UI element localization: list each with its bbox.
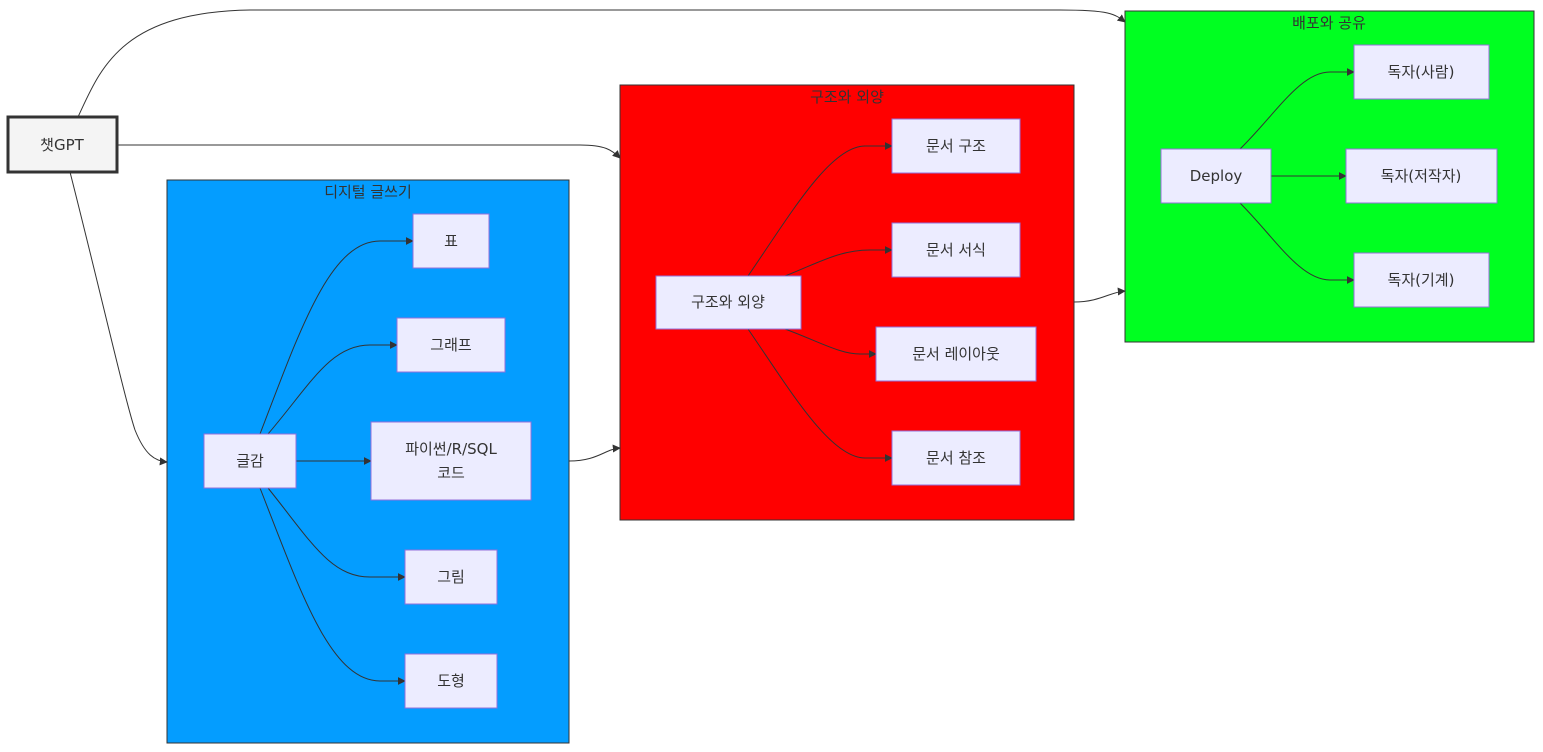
node-chatgpt-label: 챗GPT [40,136,84,154]
edge-deploy-to-reader-human [1239,68,1355,150]
edge-structure-to-doc-reference [747,328,893,462]
node-code-label-line1: 파이썬/R/SQL [405,440,497,458]
node-reader-machine-label: 독자(기계) [1388,271,1455,289]
node-figure-label: 그림 [437,568,465,586]
edge-chatgpt-to-structure [117,144,621,159]
node-graph[interactable]: 그래프 [396,317,506,373]
node-doc-reference[interactable]: 문서 참조 [891,430,1021,486]
cluster-deploy-share-title: 배포와 공유 [1292,14,1366,32]
node-reader-human-label: 독자(사람) [1388,63,1455,81]
cluster-structure-appearance-title: 구조와 외양 [810,88,884,106]
node-reader-human[interactable]: 독자(사람) [1353,44,1490,100]
edge-digital-to-structure [568,444,621,462]
node-table-label: 표 [444,232,458,250]
cluster-digital-writing-title: 디지털 글쓰기 [324,183,412,201]
edge-structure-to-deploy [1073,287,1126,303]
node-reader-author[interactable]: 독자(저작자) [1345,148,1498,204]
node-doc-layout-label: 문서 레이아웃 [912,345,1000,363]
node-code[interactable]: 파이썬/R/SQL 코드 [370,421,532,501]
node-table[interactable]: 표 [412,213,490,269]
node-shape[interactable]: 도형 [404,653,498,709]
edge-geulgam-to-table [259,237,414,435]
edge-geulgam-to-graph [267,341,398,435]
node-doc-reference-label: 문서 참조 [926,449,986,467]
node-code-label-line2: 코드 [437,464,465,482]
edges [69,9,1355,685]
edge-structure-to-doc-format [784,246,893,277]
edge-structure-to-doc-structure [747,142,893,277]
edge-deploy-to-reader-machine [1239,202,1355,284]
node-geulgam-label: 글감 [236,452,264,470]
node-reader-author-label: 독자(저작자) [1381,167,1462,185]
edge-geulgam-to-figure [267,487,406,581]
node-deploy-label: Deploy [1190,167,1243,185]
edge-geulgam-to-shape [259,487,406,685]
edge-chatgpt-to-digital [69,171,168,466]
node-reader-machine[interactable]: 독자(기계) [1353,252,1490,308]
node-deploy[interactable]: Deploy [1160,148,1272,204]
edge-chatgpt-to-deploy [77,9,1126,118]
node-chatgpt[interactable]: 챗GPT [6,115,119,174]
node-doc-structure[interactable]: 문서 구조 [891,118,1021,174]
node-shape-label: 도형 [437,672,465,690]
node-doc-layout[interactable]: 문서 레이아웃 [875,326,1037,382]
node-structure-appearance[interactable]: 구조와 외양 [655,275,802,330]
node-doc-format[interactable]: 문서 서식 [891,222,1021,278]
node-doc-format-label: 문서 서식 [926,241,986,259]
node-structure-appearance-label: 구조와 외양 [691,293,765,311]
node-figure[interactable]: 그림 [404,549,498,605]
edge-structure-to-doc-layout [784,328,877,358]
node-geulgam[interactable]: 글감 [203,433,297,489]
node-doc-structure-label: 문서 구조 [926,137,986,155]
node-graph-label: 그래프 [430,336,472,354]
